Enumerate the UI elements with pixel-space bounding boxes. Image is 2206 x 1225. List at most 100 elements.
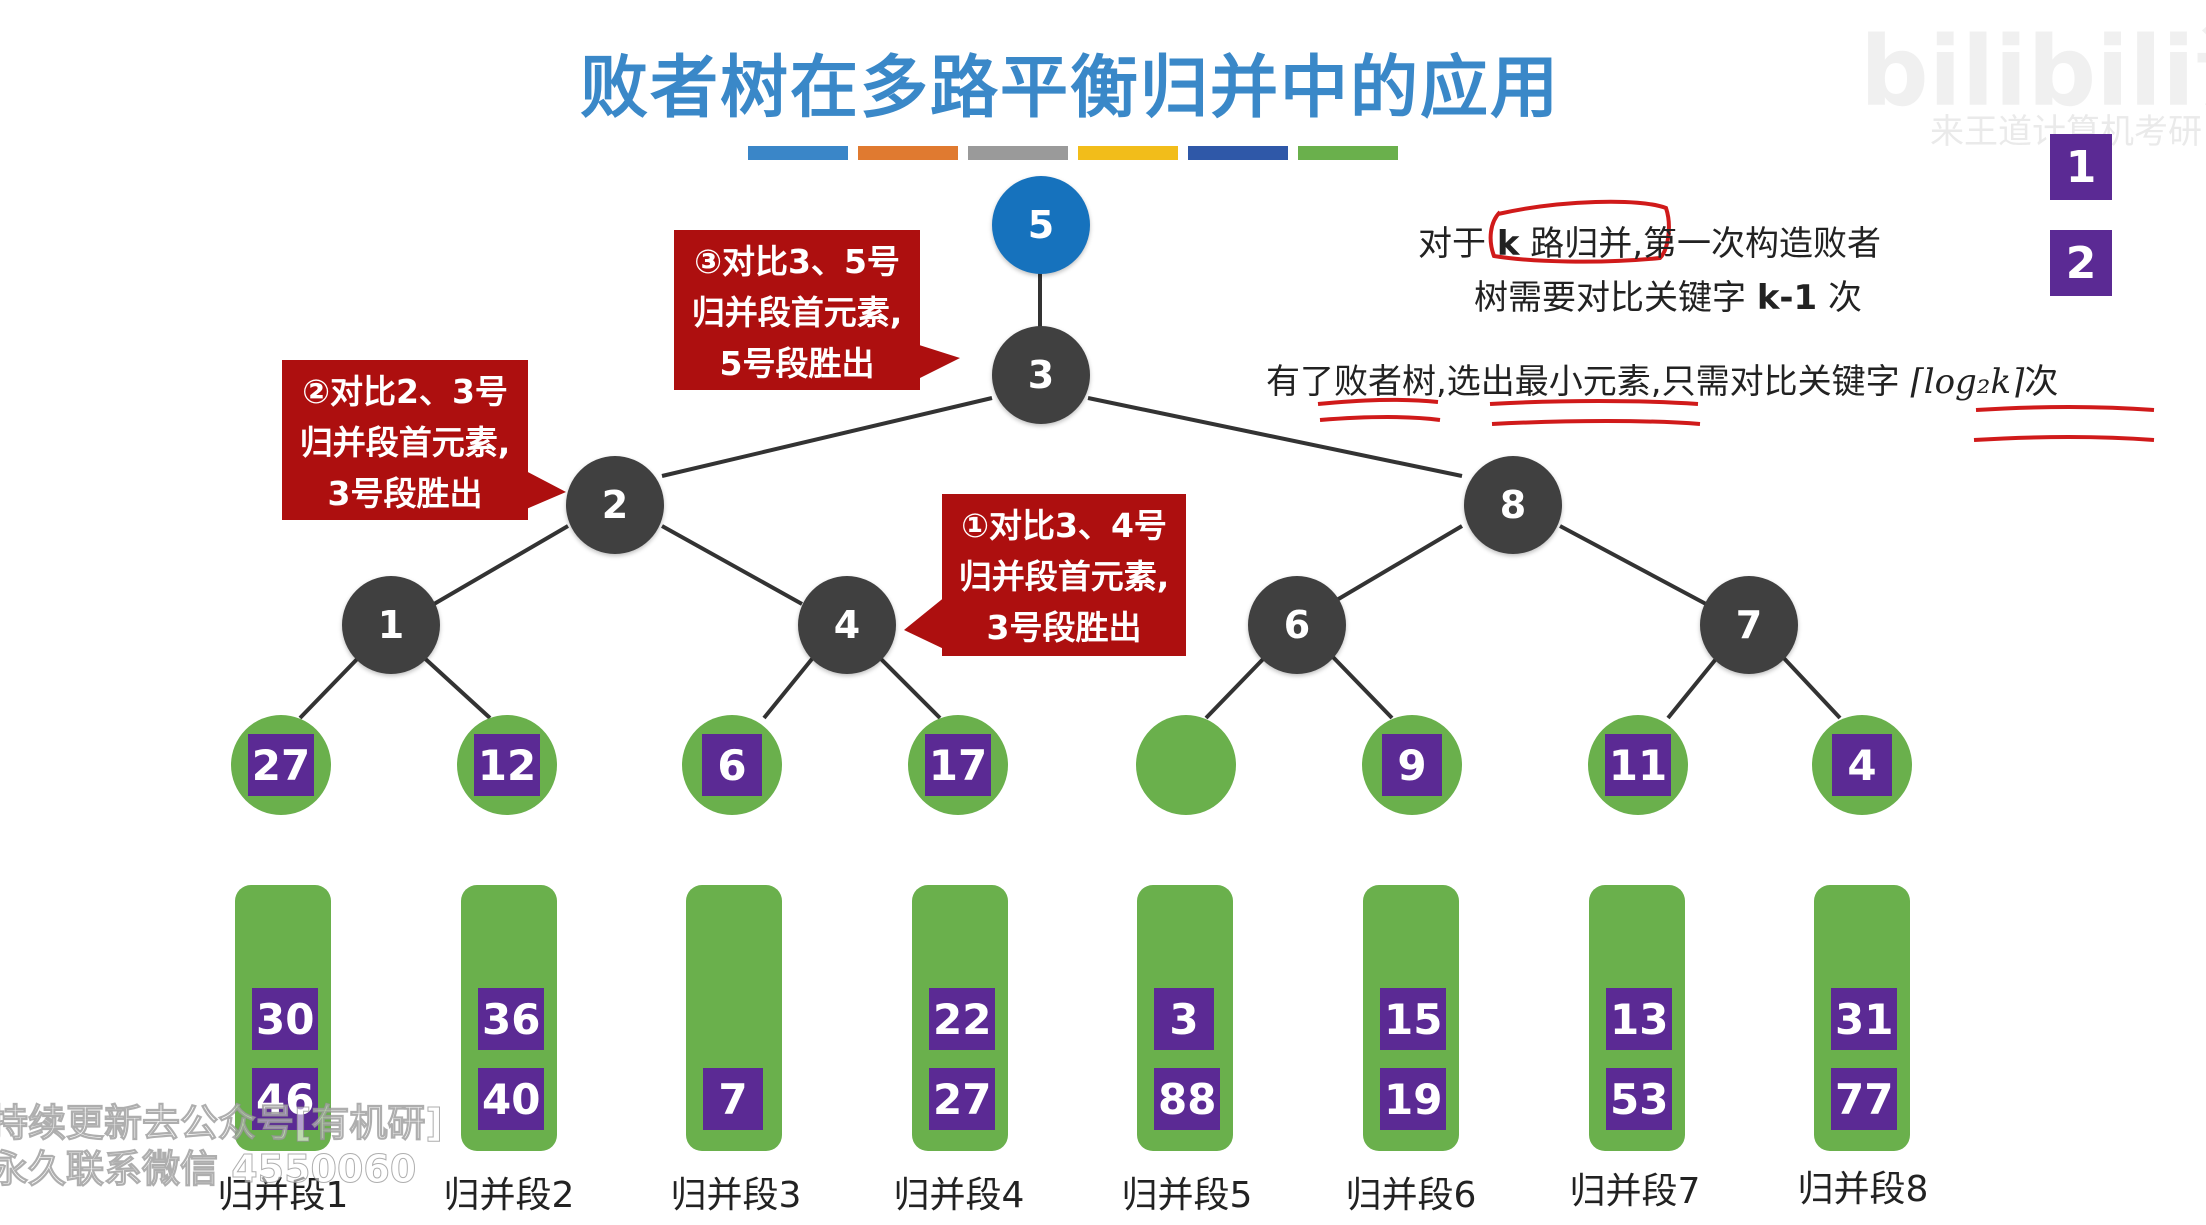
ink-circle-k-route [1488,199,1671,264]
edge-ll-leaf2 [418,652,492,720]
color-stripe [968,146,1068,160]
color-stripe [748,146,848,160]
note-line-1: 对于 k 路归并,第一次构造败者 [1418,216,1881,265]
note-k: k [1496,224,1520,264]
ink-underline-3 [1489,399,1699,406]
tree-node: 1 [342,576,440,674]
segment-value: 15 [1380,988,1447,1050]
segment-value: 3 [1154,988,1214,1050]
edge-left-ll [432,524,570,606]
edge-lr-leaf4 [874,652,942,720]
leaf-node: 11 [1588,715,1688,815]
callout-line: 归并段首元素, [958,557,1170,596]
leaf-node [1136,715,1236,815]
segment-value: 27 [929,1068,996,1130]
tree-node: 4 [798,576,896,674]
note-k-minus-1: k-1 [1756,278,1818,318]
watermark-line-1: 持续更新去公众号[有机研] [0,1101,443,1146]
segment-value: 77 [1831,1068,1898,1130]
color-stripe [858,146,958,160]
side-box-1: 1 [2050,134,2112,200]
tree-node: 8 [1464,456,1562,554]
color-stripe [1188,146,1288,160]
note-text: 次 [2024,362,2059,402]
callout-step-1: ①对比3、4号 归并段首元素, 3号段胜出 [942,494,1186,656]
edge-lr-leaf3 [762,652,818,720]
segment-value: 7 [703,1068,763,1130]
edge-ll-leaf1 [298,652,364,720]
color-stripe [1298,146,1398,160]
callout-1-pointer [904,596,946,650]
ink-underline-2 [1319,415,1441,422]
segment-label: 归并段5 [1121,1175,1253,1216]
tree-root-node: 5 [992,176,1090,274]
segment-value: 53 [1606,1068,1673,1130]
segment-value: 30 [252,988,319,1050]
segment-label: 归并段1 [217,1175,349,1216]
leaf-value: 9 [1382,734,1442,796]
tree-node: 3 [992,326,1090,424]
leaf-value: 27 [247,734,315,796]
tree-node: 6 [1248,576,1346,674]
color-stripe [1078,146,1178,160]
segment-value: 13 [1606,988,1673,1050]
ink-underline-1 [1317,397,1439,406]
segment-label: 归并段7 [1569,1171,1701,1212]
edge-right-rr [1559,524,1707,606]
tree-node: 7 [1700,576,1798,674]
note-line-2: 树需要对比关键字 k-1 次 [1474,270,1862,319]
leaf-value: 4 [1832,734,1892,796]
note-text: 有了败者树,选出最小元素,只需对比关键字 [1266,362,1900,402]
segment-value: 36 [478,988,545,1050]
edge-top-left [661,396,993,478]
note-text: 对于 [1418,224,1486,264]
ink-underline-4 [1491,419,1701,426]
segment-label: 归并段2 [443,1175,575,1216]
callout-line: 5号段胜出 [719,344,875,383]
segment-value: 31 [1831,988,1898,1050]
segment-value: 19 [1380,1068,1447,1130]
note-line-3: 有了败者树,选出最小元素,只需对比关键字 ⌈log₂k⌉次 [1266,354,2058,403]
segment-label: 归并段3 [670,1175,802,1216]
edge-rl-leaf5 [1204,652,1270,720]
note-text: 次 [1828,278,1863,318]
edge-rr-leaf8 [1778,652,1842,720]
note-formula: ⌈log₂k⌉ [1910,362,2025,402]
callout-step-3: ③对比3、5号 归并段首元素, 5号段胜出 [674,230,920,390]
callout-line: ①对比3、4号 [961,506,1167,545]
leaf-node: 6 [682,715,782,815]
callout-line: ②对比2、3号 [302,372,508,411]
segment-label: 归并段6 [1345,1175,1477,1216]
callout-line: 归并段首元素, [691,293,903,332]
callout-line: 3号段胜出 [986,608,1142,647]
callout-step-2: ②对比2、3号 归并段首元素, 3号段胜出 [282,360,528,520]
leaf-node: 9 [1362,715,1462,815]
watermark-line-2: 永久联系微信 4550060 [0,1147,417,1192]
edge-right-rl [1328,524,1464,606]
segment-label: 归并段4 [893,1175,1025,1216]
note-text: ,第一次构造败者 [1632,224,1882,264]
leaf-value: 11 [1604,734,1672,796]
tree-node: 2 [566,456,664,554]
leaf-value: 6 [702,734,762,796]
leaf-node: 4 [1812,715,1912,815]
callout-line: 3号段胜出 [327,474,483,513]
leaf-node: 17 [908,715,1008,815]
segment-value: 40 [478,1068,545,1130]
segment-value: 22 [929,988,996,1050]
callout-3-pointer [916,344,960,380]
segment-value: 88 [1154,1068,1221,1130]
leaf-node: 27 [231,715,331,815]
edge-rr-leaf7 [1666,652,1722,720]
note-text: 树需要对比关键字 [1474,278,1746,318]
note-text: 路归并 [1530,224,1633,264]
edge-rl-leaf6 [1328,652,1394,720]
watermark-brand: bilibili课堂 [1860,16,2206,128]
segment-label: 归并段8 [1797,1169,1929,1210]
callout-2-pointer [524,470,566,510]
leaf-node: 12 [457,715,557,815]
ink-underline-6 [1973,435,2155,442]
segment-value: 46 [252,1068,319,1130]
slide-title: 败者树在多路平衡归并中的应用 [579,49,1560,128]
